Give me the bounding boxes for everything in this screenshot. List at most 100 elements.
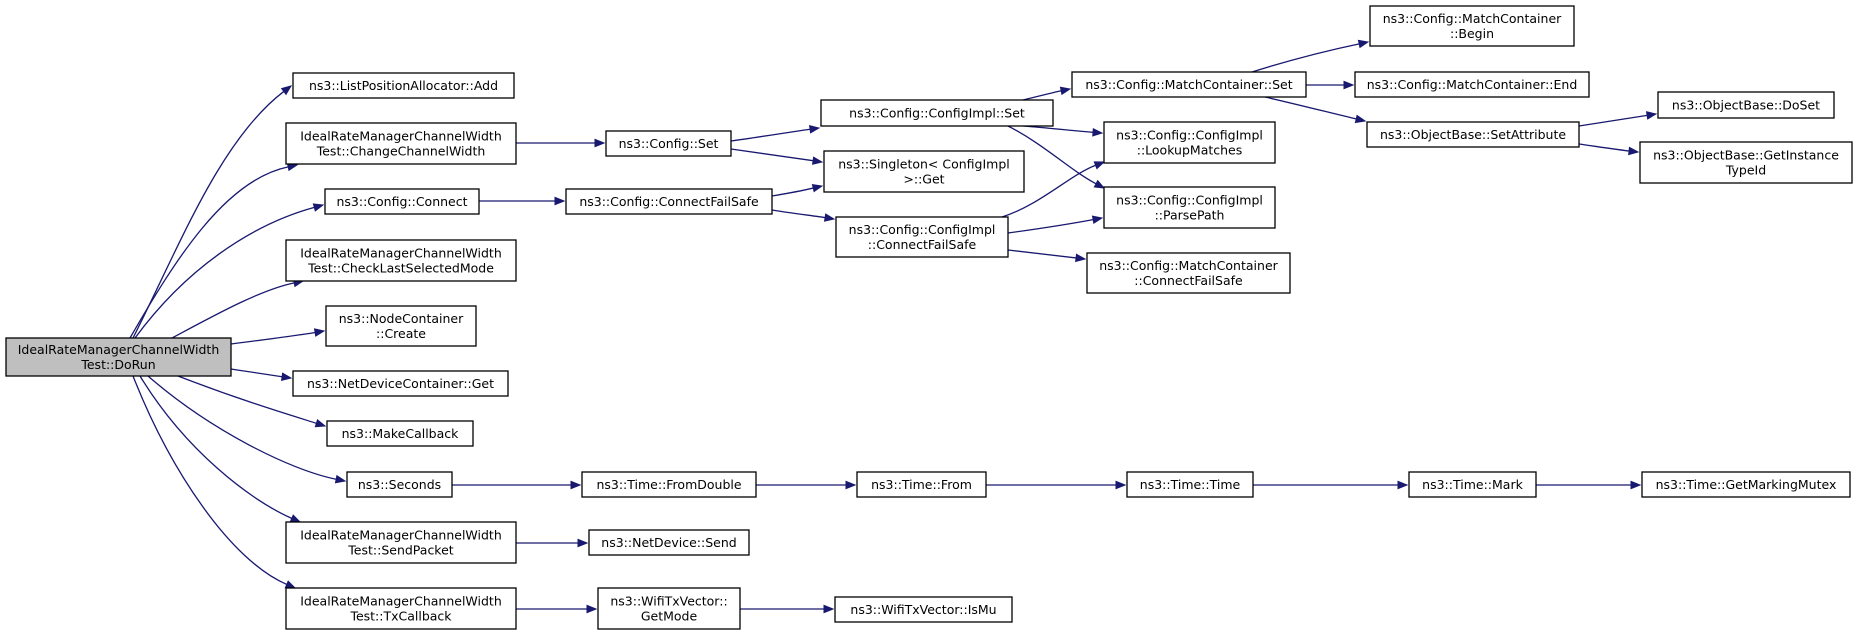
arrowhead-icon <box>312 203 325 212</box>
node-label: ns3::Config::ConfigImpl <box>849 222 996 237</box>
node-parse-path[interactable]: ns3::Config::ConfigImpl::ParsePath <box>1103 186 1276 229</box>
node-make-callback[interactable]: ns3::MakeCallback <box>326 420 474 447</box>
node-nc-create[interactable]: ns3::NodeContainer::Create <box>325 305 477 347</box>
node-box <box>285 239 517 282</box>
node-box <box>325 305 477 347</box>
node-config-set[interactable]: ns3::Config::Set <box>605 130 732 157</box>
arrowhead-icon <box>1630 480 1642 490</box>
node-box <box>1639 141 1853 184</box>
node-label: ns3::Time::Mark <box>1422 477 1523 492</box>
edges-layer <box>129 39 1658 614</box>
edge-line <box>129 166 289 339</box>
node-box <box>1641 471 1851 498</box>
node-label: ns3::Config::MatchContainer <box>1099 258 1278 273</box>
arrowhead-icon <box>334 474 347 484</box>
edge-line <box>1264 96 1357 120</box>
arrowhead-icon <box>808 125 821 134</box>
node-mc-end[interactable]: ns3::Config::MatchContainer::End <box>1354 71 1590 98</box>
node-ndc-get[interactable]: ns3::NetDeviceContainer::Get <box>292 370 509 397</box>
node-do-set[interactable]: ns3::ObjectBase::DoSet <box>1657 91 1835 119</box>
node-mc-begin[interactable]: ns3::Config::MatchContainer::Begin <box>1369 5 1575 47</box>
node-label: >::Get <box>903 172 944 187</box>
edge-send_packet-to-netdevice_send <box>515 538 589 548</box>
node-label: ns3::NetDevice::Send <box>601 535 736 550</box>
node-label: ::Begin <box>1450 26 1494 41</box>
arrowhead-icon <box>289 514 302 523</box>
node-label: ns3::Config::Connect <box>336 194 467 209</box>
arrowhead-icon <box>1397 480 1409 490</box>
arrowhead-icon <box>845 480 857 490</box>
node-netdevice-send[interactable]: ns3::NetDevice::Send <box>588 529 750 556</box>
node-configimpl-cfs[interactable]: ns3::Config::ConfigImpl::ConnectFailSafe <box>835 216 1009 258</box>
node-label: Test::ChangeChannelWidth <box>316 144 486 159</box>
edge-configimpl_cfs-to-parse_path <box>1007 215 1104 234</box>
node-label: ns3::ObjectBase::GetInstance <box>1653 148 1839 163</box>
arrowhead-icon <box>1075 253 1087 263</box>
node-time-from[interactable]: ns3::Time::From <box>856 471 987 498</box>
node-box <box>856 471 987 498</box>
node-time-fromdouble[interactable]: ns3::Time::FromDouble <box>581 471 757 498</box>
node-time-mark[interactable]: ns3::Time::Mark <box>1408 471 1537 498</box>
node-mc-set[interactable]: ns3::Config::MatchContainer::Set <box>1071 71 1307 98</box>
node-box <box>1103 186 1276 229</box>
node-check-last[interactable]: IdealRateManagerChannelWidthTest::CheckL… <box>285 239 517 282</box>
arrowhead-icon <box>314 419 327 428</box>
edge-line <box>230 331 316 345</box>
node-time-time[interactable]: ns3::Time::Time <box>1126 471 1254 498</box>
node-label: IdealRateManagerChannelWidth <box>300 528 502 543</box>
node-label: ns3::Singleton< ConfigImpl <box>838 157 1010 172</box>
node-label: Test::DoRun <box>80 357 155 372</box>
node-label: ns3::Config::ConnectFailSafe <box>579 194 759 209</box>
node-config-connect[interactable]: ns3::Config::Connect <box>324 188 480 215</box>
arrowhead-icon <box>1091 215 1104 224</box>
edge-root-to-ndc_get <box>230 368 293 381</box>
node-wifi-getmode[interactable]: ns3::WifiTxVector::GetMode <box>597 587 741 630</box>
node-lookup-matches[interactable]: ns3::Config::ConfigImpl::LookupMatches <box>1103 121 1276 164</box>
node-box <box>285 587 517 630</box>
edge-connect_failsafe-to-configimpl_cfs <box>771 209 836 222</box>
arrowhead-icon <box>280 85 293 96</box>
arrowhead-icon <box>1645 111 1658 120</box>
node-box <box>346 471 453 498</box>
node-configimpl-set[interactable]: ns3::Config::ConfigImpl::Set <box>820 99 1054 127</box>
node-label: ns3::NetDeviceContainer::Get <box>307 376 494 391</box>
edge-time_time-to-time_mark <box>1253 480 1409 490</box>
node-box <box>285 521 517 564</box>
node-send-packet[interactable]: IdealRateManagerChannelWidthTest::SendPa… <box>285 521 517 564</box>
node-change-cw[interactable]: IdealRateManagerChannelWidthTest::Change… <box>285 122 517 165</box>
edge-time_mark-to-marking_mutex <box>1536 480 1642 490</box>
node-box <box>1657 91 1835 119</box>
node-seconds[interactable]: ns3::Seconds <box>346 471 453 498</box>
node-box <box>597 587 741 630</box>
node-wifi-ismu[interactable]: ns3::WifiTxVector::IsMu <box>834 596 1013 623</box>
node-box <box>1071 71 1307 98</box>
node-label: IdealRateManagerChannelWidth <box>300 129 502 144</box>
edge-config_set-to-singleton_get <box>730 148 824 165</box>
node-box <box>1408 471 1537 498</box>
node-label: ns3::Seconds <box>358 477 441 492</box>
edge-configimpl_cfs-to-lookup_matches <box>1001 161 1106 218</box>
node-connect-failsafe[interactable]: ns3::Config::ConnectFailSafe <box>565 188 773 215</box>
node-label: ::Create <box>376 326 426 341</box>
arrowhead-icon <box>570 480 582 490</box>
arrowhead-icon <box>1343 80 1355 90</box>
node-mc-cfs[interactable]: ns3::Config::MatchContainer::ConnectFail… <box>1086 252 1291 294</box>
node-box <box>605 130 732 157</box>
node-singleton-get[interactable]: ns3::Singleton< ConfigImpl>::Get <box>823 150 1025 193</box>
arrowhead-icon <box>1093 161 1106 170</box>
edge-line <box>134 206 315 339</box>
nodes-layer: IdealRateManagerChannelWidthTest::DoRunn… <box>5 5 1853 630</box>
node-set-attribute[interactable]: ns3::ObjectBase::SetAttribute <box>1366 121 1580 148</box>
node-list-add[interactable]: ns3::ListPositionAllocator::Add <box>292 72 515 99</box>
node-marking-mutex[interactable]: ns3::Time::GetMarkingMutex <box>1641 471 1851 498</box>
node-tx-callback[interactable]: IdealRateManagerChannelWidthTest::TxCall… <box>285 587 517 630</box>
edge-line <box>1578 143 1630 152</box>
arrowhead-icon <box>1357 39 1370 49</box>
arrowhead-icon <box>1092 127 1104 137</box>
arrowhead-icon <box>554 196 566 206</box>
node-label: ns3::ObjectBase::SetAttribute <box>1380 127 1566 142</box>
arrowhead-icon <box>1354 114 1367 124</box>
arrowhead-icon <box>823 213 836 222</box>
